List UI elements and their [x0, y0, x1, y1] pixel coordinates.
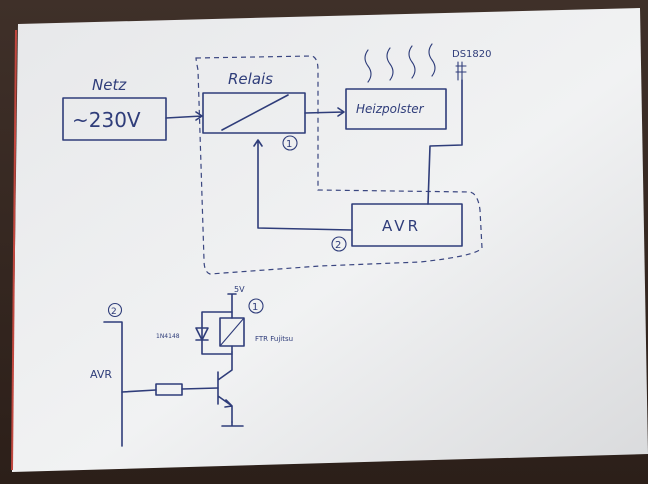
supply-wire	[227, 293, 237, 319]
mcu-rail	[103, 321, 123, 447]
transistor-symbol	[217, 351, 233, 423]
wire-sensor-avr	[427, 79, 463, 205]
supply-label: 5V	[234, 285, 245, 294]
heater-label: Heizpolster	[356, 102, 425, 116]
paper-edge-red	[11, 29, 17, 471]
marker-two-bottom: 2	[111, 307, 117, 317]
relay-part-label: FTR Fujitsu	[255, 335, 293, 343]
marker-one-bottom: 1	[252, 302, 258, 313]
relay-coil-diagonal	[219, 317, 245, 347]
relay-caption: Relais	[228, 70, 273, 88]
marker-two-top: 2	[335, 240, 341, 251]
avr-box	[351, 203, 463, 247]
mains-box	[62, 97, 167, 141]
marker-one-top-circle	[282, 135, 298, 151]
marker-one-bottom-circle	[248, 298, 264, 314]
wire-mcu-resistor	[121, 389, 157, 393]
wire-resistor-base	[181, 387, 219, 390]
sensor-label: DS1820	[452, 49, 492, 60]
marker-one-top: 1	[286, 139, 292, 150]
heat-waves	[364, 43, 436, 83]
marker-two-bottom-circle	[107, 302, 123, 318]
wire-avr-relay	[253, 139, 353, 231]
arrow-mains-relay	[165, 111, 203, 121]
mains-value: ~230V	[72, 108, 141, 132]
mains-caption: Netz	[92, 76, 127, 94]
diode-wires	[201, 311, 233, 355]
arrow-relay-heater	[304, 107, 345, 117]
marker-two-top-circle	[331, 236, 347, 252]
diode-symbol	[195, 327, 209, 341]
mcu-label: AVR	[90, 368, 112, 381]
heater-box	[345, 88, 447, 130]
ground-symbol	[221, 421, 244, 427]
diode-label: 1N4148	[156, 333, 180, 340]
sensor-symbol	[455, 61, 467, 81]
avr-label: AVR	[382, 217, 421, 235]
relay-switch-symbol	[221, 94, 289, 131]
dashed-boundary	[195, 55, 483, 275]
paper-sheet	[12, 8, 648, 472]
